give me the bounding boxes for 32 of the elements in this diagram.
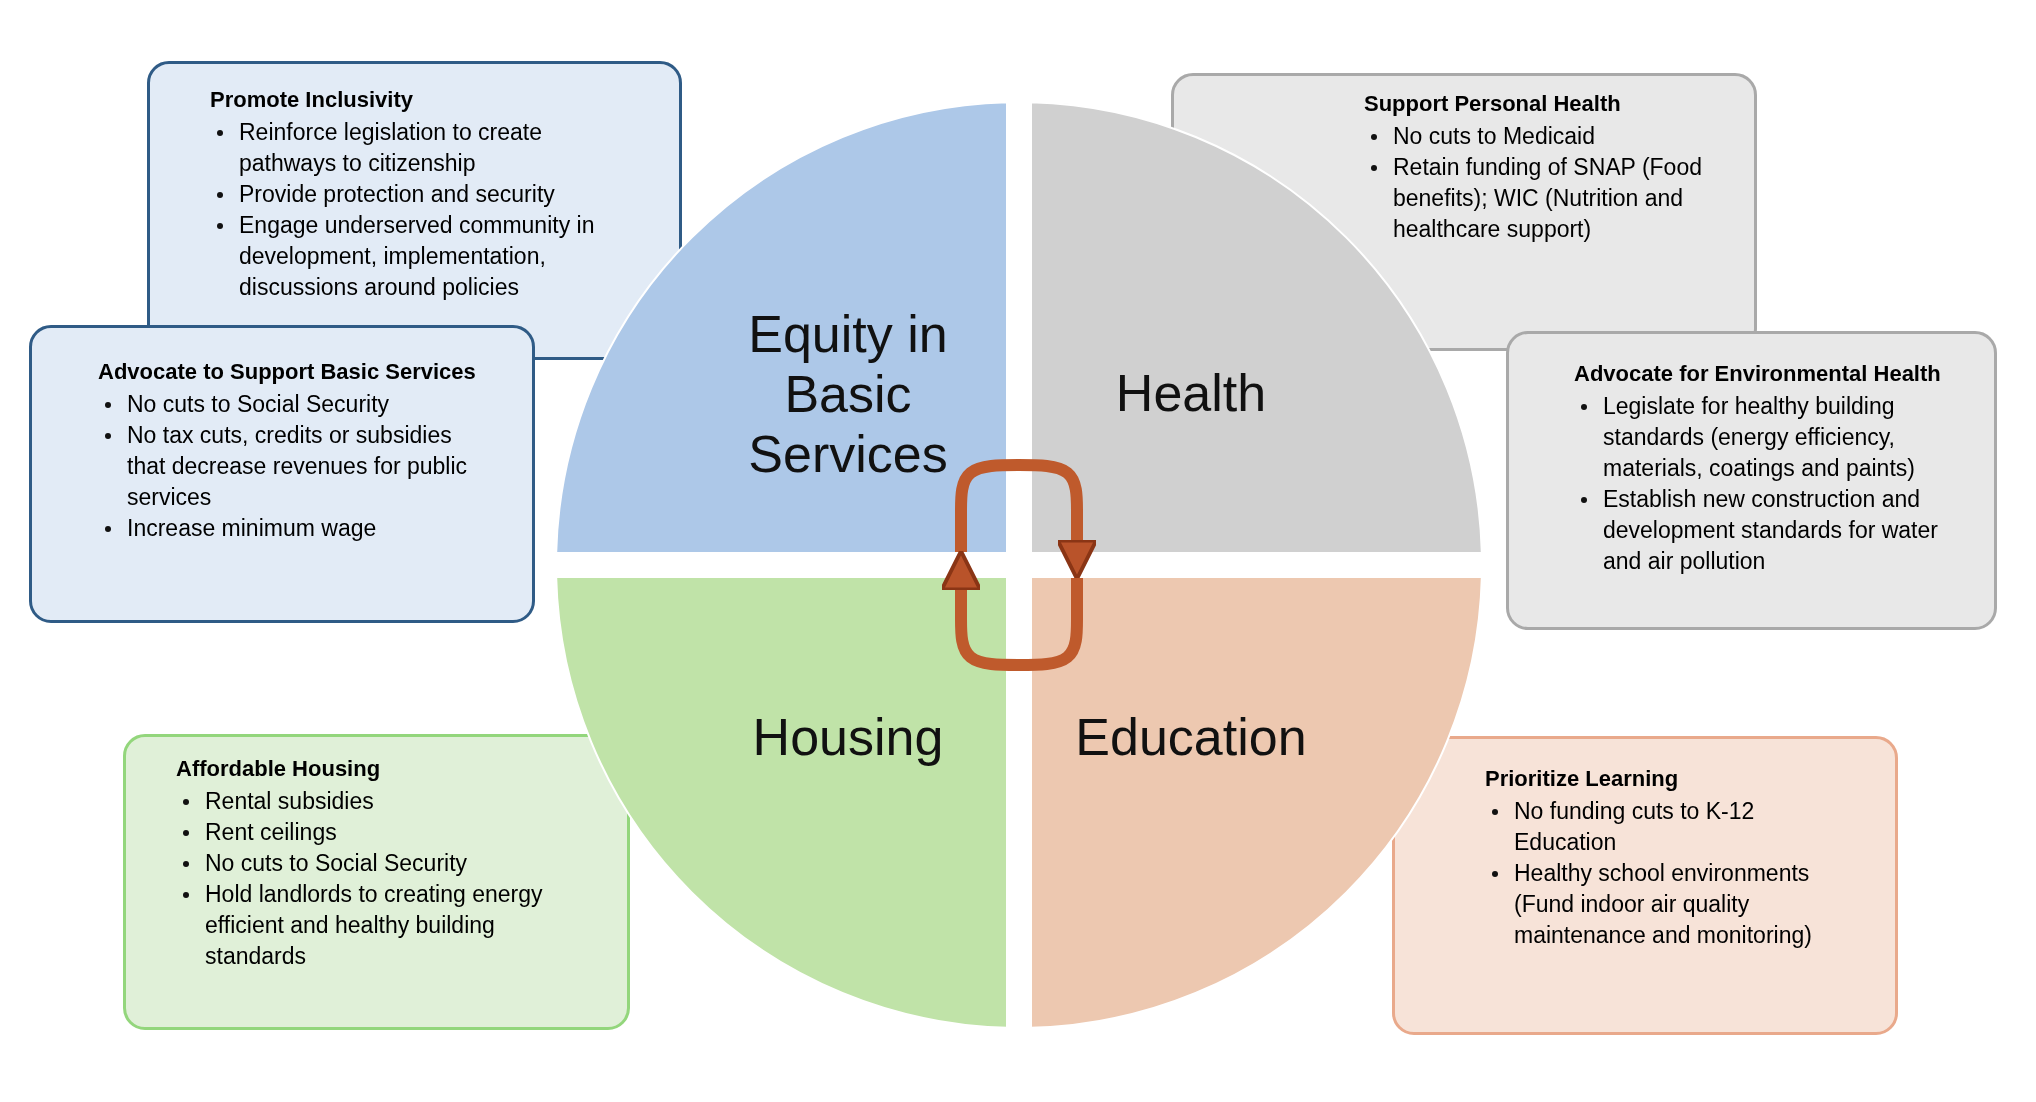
bullet-item: Provide protection and security xyxy=(239,181,555,207)
bullet-item: Rental subsidies xyxy=(205,788,374,814)
info-card xyxy=(1392,736,1898,1035)
card-heading: Advocate to Support Basic Services xyxy=(98,358,477,385)
cycle-arrow xyxy=(955,459,1099,581)
quadrant-title: Education xyxy=(1074,707,1308,767)
bullet-item: Establish new construction and development standards for water and air pollution xyxy=(1603,486,1938,574)
card-heading: Promote Inclusivity xyxy=(210,86,414,113)
quadrant-title: Equity in Basic Services xyxy=(747,304,949,484)
bullet-item: Rent ceilings xyxy=(205,819,337,845)
bullet-item: Healthy school environments (Fund indoor air quality maintenance and monitoring) xyxy=(1514,860,1812,948)
bullet-item: No cuts to Medicaid xyxy=(1393,123,1595,149)
quadrant-title: Housing xyxy=(751,707,945,767)
bullet-item: Legislate for healthy building standards (energy efficiency, materials, coatings and paints) xyxy=(1603,393,1915,481)
bullet-item: Engage underserved community in development, implementation, discussions around policies xyxy=(239,212,595,300)
bullet-item: No cuts to Social Security xyxy=(205,850,468,876)
quadrant-title: Health xyxy=(1114,363,1268,423)
info-card xyxy=(29,325,535,623)
bullet-item: Retain funding of SNAP (Food benefits); WIC (Nutrition and healthcare support) xyxy=(1393,154,1702,242)
bullet-item: No cuts to Social Security xyxy=(127,391,390,417)
bullet-item: Hold landlords to creating energy efficient and healthy building standards xyxy=(205,881,543,969)
bullet-item: Reinforce legislation to create pathways to citizenship xyxy=(239,119,542,176)
card-heading: Prioritize Learning xyxy=(1485,765,1680,792)
bullet-item: Increase minimum wage xyxy=(127,515,377,541)
bullet-item: No tax cuts, credits or subsidies that decrease revenues for public services xyxy=(127,422,468,510)
bullet-item: No funding cuts to K-12 Education xyxy=(1514,798,1755,855)
card-heading: Support Personal Health xyxy=(1364,90,1622,117)
info-card xyxy=(1506,331,1997,630)
info-card xyxy=(123,734,630,1030)
card-heading: Advocate for Environmental Health xyxy=(1574,360,1942,387)
card-heading: Affordable Housing xyxy=(176,755,382,782)
cycle-arrow xyxy=(939,549,1083,671)
